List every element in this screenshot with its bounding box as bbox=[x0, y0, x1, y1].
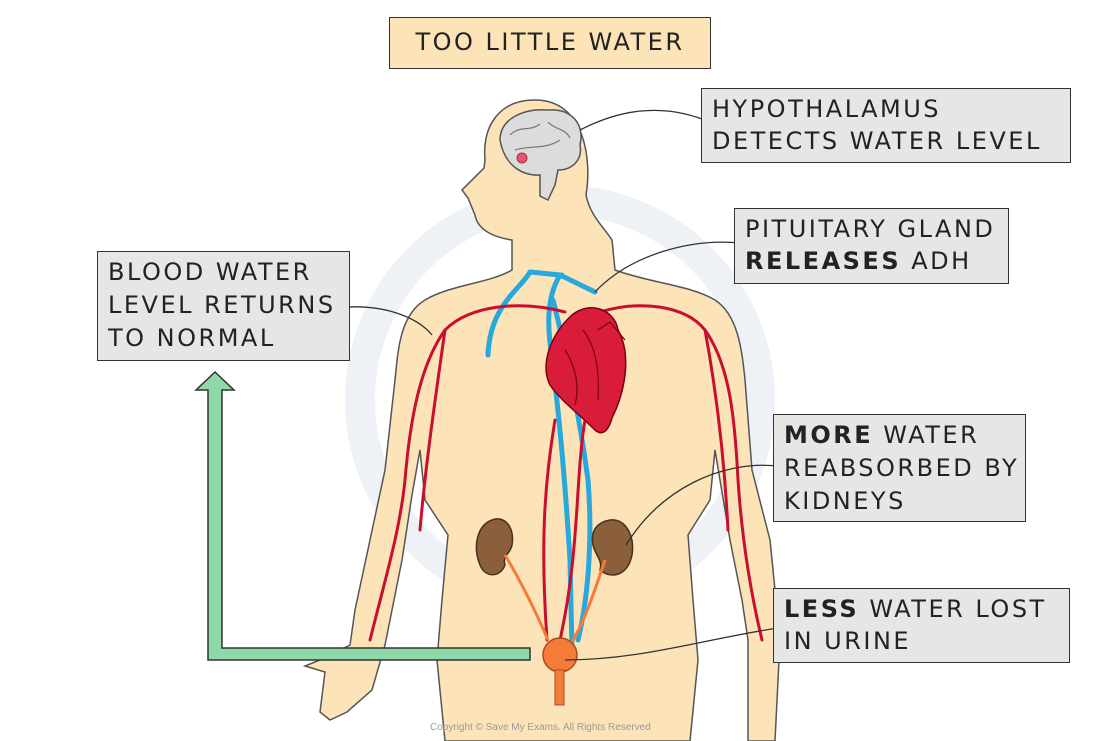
pituitary-releases: RELEASES bbox=[745, 247, 902, 275]
pituitary-adh: ADH bbox=[901, 247, 972, 275]
urine-less: LESS bbox=[784, 595, 860, 623]
pituitary-line1: PITUITARY GLAND bbox=[745, 215, 996, 243]
blood-line3: TO NORMAL bbox=[108, 324, 276, 352]
ureters bbox=[503, 554, 607, 643]
connector-lines bbox=[346, 109, 779, 661]
title-text: TOO LITTLE WATER bbox=[415, 28, 685, 56]
kidneys-line3: KIDNEYS bbox=[784, 487, 906, 515]
hypothalamus-label: HYPOTHALAMUS DETECTS WATER LEVEL bbox=[701, 88, 1071, 163]
hypothalamus-dot bbox=[516, 152, 528, 164]
pituitary-label: PITUITARY GLAND RELEASES ADH bbox=[734, 208, 1009, 284]
hypothalamus-line2: DETECTS WATER LEVEL bbox=[712, 127, 1042, 155]
urine-label: LESS WATER LOST IN URINE bbox=[773, 588, 1070, 663]
kidneys-water: WATER bbox=[873, 421, 980, 449]
blood-line2: LEVEL RETURNS bbox=[108, 291, 336, 319]
urine-water-lost: WATER LOST bbox=[859, 595, 1047, 623]
title-box: TOO LITTLE WATER bbox=[389, 17, 711, 69]
feedback-arrow bbox=[194, 370, 531, 661]
urine-line1: LESS WATER LOST bbox=[784, 593, 1059, 625]
bladder-icon bbox=[542, 637, 578, 673]
copyright-text: Copyright © Save My Exams. All Rights Re… bbox=[430, 722, 651, 733]
kidneys-line1: MORE WATER bbox=[784, 419, 1015, 452]
brain-icon bbox=[499, 109, 582, 202]
blood-label: BLOOD WATER LEVEL RETURNS TO NORMAL bbox=[97, 251, 350, 361]
kidney-left-icon bbox=[475, 518, 514, 576]
brain-folds bbox=[509, 121, 571, 151]
kidney-right-icon bbox=[591, 519, 634, 576]
heart-vessels bbox=[564, 321, 626, 406]
urethra bbox=[554, 669, 565, 706]
kidneys-more: MORE bbox=[784, 421, 874, 449]
blood-line1: BLOOD WATER bbox=[108, 258, 312, 286]
arteries bbox=[368, 304, 764, 642]
heart-icon bbox=[545, 307, 627, 434]
kidneys-label: MORE WATER REABSORBED BY KIDNEYS bbox=[773, 414, 1026, 522]
pituitary-line2: RELEASES ADH bbox=[745, 245, 998, 277]
kidneys-line2: REABSORBED BY bbox=[784, 454, 1020, 482]
hypothalamus-line1: HYPOTHALAMUS bbox=[712, 95, 942, 123]
body-silhouette bbox=[302, 99, 781, 741]
urine-line2: IN URINE bbox=[784, 627, 912, 655]
